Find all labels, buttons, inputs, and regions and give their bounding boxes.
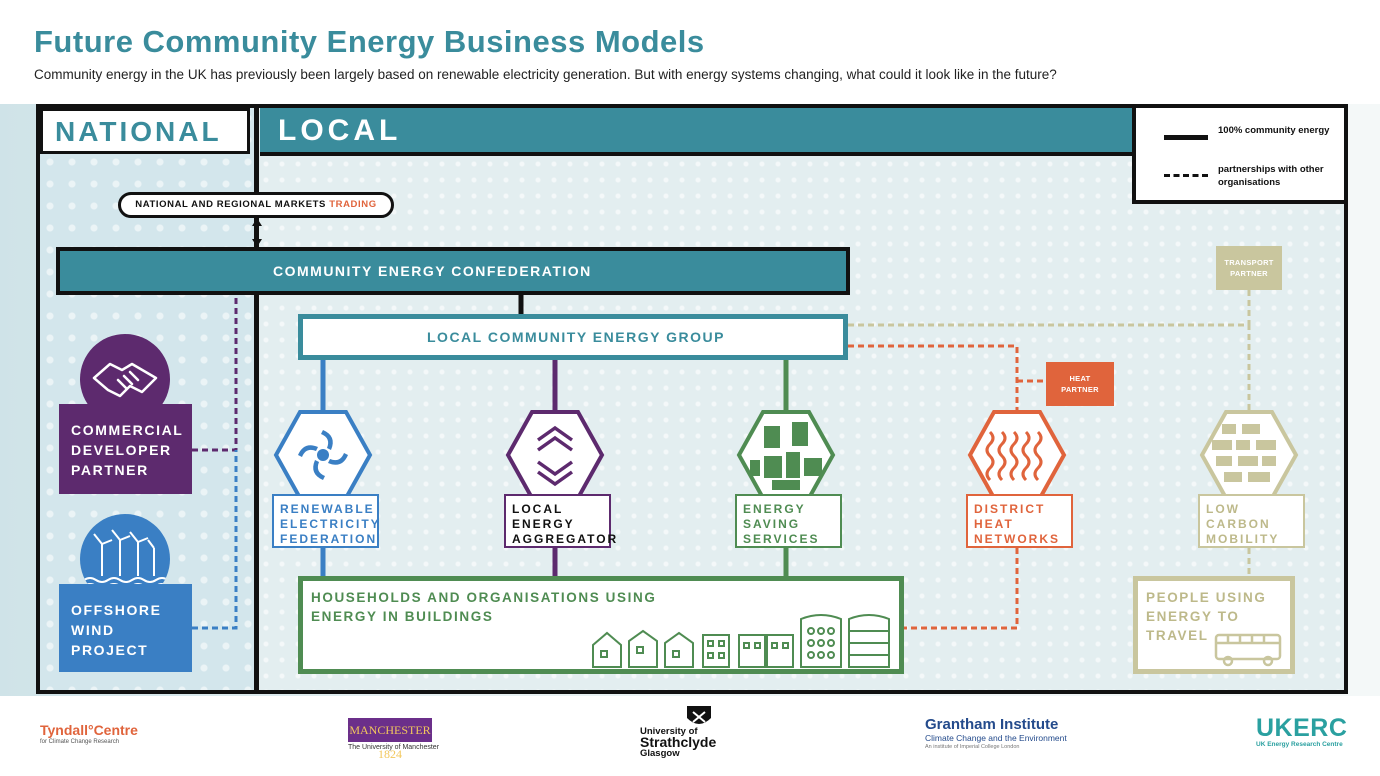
trading-label: TRADING	[329, 199, 377, 210]
tyndall-name: Tyndall°Centre	[40, 722, 138, 738]
strathclyde-top: University of	[640, 726, 698, 737]
grantham-logo: Grantham Institute Climate Change and th…	[925, 716, 1067, 750]
grantham-sub: Climate Change and the Environment	[925, 733, 1067, 743]
offshore-wind-project: OFFSHORE WIND PROJECT	[59, 584, 192, 672]
households-line-1: HOUSEHOLDS AND ORGANISATIONS USING	[311, 590, 657, 605]
tyndall-logo: Tyndall°Centre for Climate Change Resear…	[40, 722, 138, 745]
offshore-line-3: PROJECT	[71, 642, 149, 658]
renewable-electricity-federation: RENEWABLE ELECTRICITY FEDERATION	[272, 494, 379, 548]
heat-line-3: NETWORKS	[974, 532, 1060, 546]
transport-partner-line-1: TRANSPORT	[1224, 258, 1274, 267]
renewable-line-3: FEDERATION	[280, 532, 378, 546]
markets-trading-pill: NATIONAL AND REGIONAL MARKETS TRADING	[118, 192, 394, 218]
heat-partner-tag: HEAT PARTNER	[1046, 362, 1114, 406]
mobility-line-2: CARBON	[1206, 517, 1271, 531]
district-heat-networks: DISTRICT HEAT NETWORKS	[966, 494, 1073, 548]
legend-solid-text: 100% community energy	[1218, 125, 1330, 136]
national-local-divider	[254, 108, 259, 690]
legend-dashed-text: partnerships with other organisations	[1218, 164, 1324, 188]
mobility-line-1: LOW	[1206, 502, 1240, 516]
partner-logos-footer: Tyndall°Centre for Climate Change Resear…	[0, 696, 1380, 776]
legend-dashed-line	[1164, 174, 1208, 177]
commercial-line-1: COMMERCIAL	[71, 422, 184, 438]
community-energy-confederation: COMMUNITY ENERGY CONFEDERATION	[56, 247, 850, 295]
bus-icon	[1214, 633, 1282, 667]
low-carbon-mobility: LOW CARBON MOBILITY	[1198, 494, 1305, 548]
renewable-line-1: RENEWABLE	[280, 502, 375, 516]
grantham-name: Grantham Institute	[925, 716, 1059, 733]
heat-line-2: HEAT	[974, 517, 1014, 531]
people-line-2: ENERGY TO	[1146, 609, 1240, 624]
local-community-energy-group: LOCAL COMMUNITY ENERGY GROUP	[298, 314, 848, 360]
transport-partner-tag: TRANSPORT PARTNER	[1216, 246, 1282, 290]
commercial-developer-partner: COMMERCIAL DEVELOPER PARTNER	[59, 404, 192, 494]
strathclyde-logo: University of Strathclyde Glasgow	[640, 726, 716, 759]
tyndall-sub: for Climate Change Research	[40, 739, 120, 745]
local-label: LOCAL	[278, 114, 402, 147]
mobility-line-3: MOBILITY	[1206, 532, 1280, 546]
legend-solid-line	[1164, 135, 1208, 140]
local-header: LOCAL	[260, 108, 1132, 156]
ukerc-logo: UKERC UK Energy Research Centre	[1256, 714, 1347, 748]
heat-partner-line-2: PARTNER	[1061, 385, 1099, 394]
households-line-2: ENERGY IN BUILDINGS	[311, 609, 494, 624]
saving-line-2: SAVING	[743, 517, 801, 531]
aggregator-line-1: LOCAL	[512, 502, 564, 516]
saving-line-3: SERVICES	[743, 532, 820, 546]
commercial-line-2: DEVELOPER	[71, 442, 172, 458]
aggregator-line-3: AGGREGATOR	[512, 532, 619, 546]
people-line-3: TRAVEL	[1146, 628, 1209, 643]
energy-saving-services: ENERGY SAVING SERVICES	[735, 494, 842, 548]
people-line-1: PEOPLE USING	[1146, 590, 1267, 605]
diagram-frame	[36, 104, 1348, 694]
strathclyde-crest-icon	[687, 706, 711, 724]
page-title: Future Community Energy Business Models	[34, 24, 705, 59]
national-header: NATIONAL	[40, 108, 250, 154]
renewable-line-2: ELECTRICITY	[280, 517, 381, 531]
grantham-sub2: An institute of Imperial College London	[925, 744, 1020, 750]
offshore-line-1: OFFSHORE	[71, 602, 162, 618]
heat-line-1: DISTRICT	[974, 502, 1046, 516]
strathclyde-name: Strathclyde	[640, 734, 717, 750]
local-energy-aggregator: LOCAL ENERGY AGGREGATOR	[504, 494, 619, 548]
national-label: NATIONAL	[55, 116, 222, 147]
manchester-sub: The University of Manchester	[348, 744, 440, 751]
strathclyde-city: Glasgow	[640, 748, 680, 759]
heat-partner-line-1: HEAT	[1069, 374, 1091, 383]
page-subtitle: Community energy in the UK has previousl…	[34, 67, 1057, 82]
households-organisations-box: HOUSEHOLDS AND ORGANISATIONS USING ENERG…	[298, 576, 904, 674]
ukerc-name: UKERC	[1256, 714, 1348, 742]
saving-line-1: ENERGY	[743, 502, 806, 516]
aggregator-line-2: ENERGY	[512, 517, 575, 531]
houses-icon	[592, 614, 890, 668]
offshore-line-2: WIND	[71, 622, 115, 638]
markets-label: NATIONAL AND REGIONAL MARKETS	[135, 199, 326, 210]
ukerc-sub: UK Energy Research Centre	[1256, 741, 1343, 748]
legend: 100% community energy partnerships with …	[1132, 108, 1344, 204]
transport-partner-line-2: PARTNER	[1230, 269, 1268, 278]
people-using-energy-to-travel: PEOPLE USING ENERGY TO TRAVEL	[1133, 576, 1295, 674]
commercial-line-3: PARTNER	[71, 462, 149, 478]
manchester-logo: MANCHESTER 1824	[348, 718, 432, 761]
